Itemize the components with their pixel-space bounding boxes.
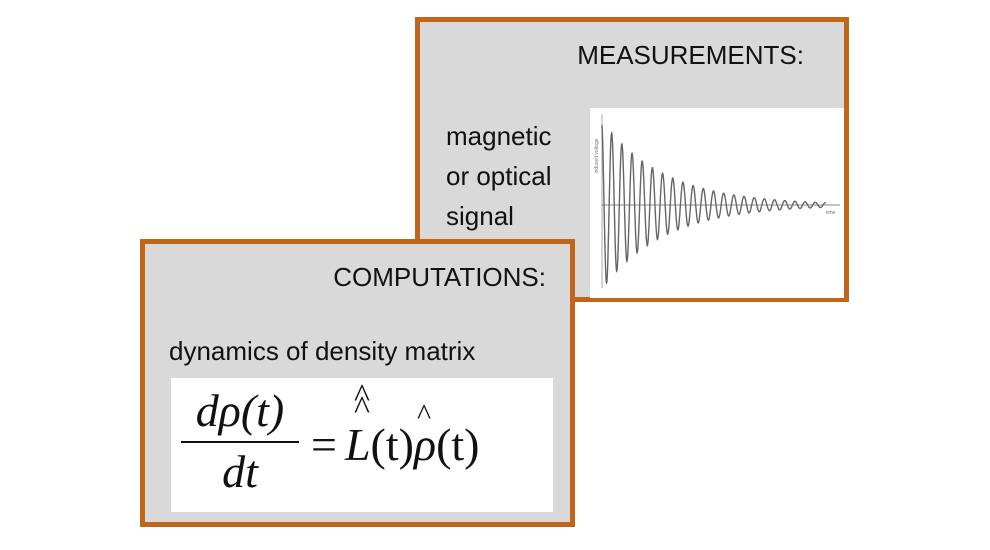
measurements-title: MEASUREMENTS: — [577, 40, 804, 70]
signal-line: magnetic — [446, 121, 552, 151]
signal-description: magnetic or optical signal — [446, 116, 552, 236]
equation-fraction: dρ(t) dt — [181, 384, 299, 498]
density-matrix-symbol: ρ — [414, 398, 436, 471]
liouville-equation: dρ(t) dt =L(t)ρ(t) — [171, 378, 553, 512]
signal-line: signal — [446, 201, 514, 231]
computations-subtitle: dynamics of density matrix — [169, 336, 476, 366]
equals-sign: = — [311, 419, 337, 470]
rho-argument: (t) — [436, 419, 480, 470]
computations-title: COMPUTATIONS: — [333, 262, 546, 292]
signal-line: or optical — [446, 161, 552, 191]
computations-panel: COMPUTATIONS: dynamics of density matrix… — [140, 239, 575, 527]
y-axis-label: induced voltage — [594, 138, 600, 173]
equation-rhs: =L(t)ρ(t) — [311, 378, 480, 471]
equation-denominator: dt — [222, 446, 258, 497]
damped-oscillation-curve — [601, 124, 827, 285]
equation-numerator: dρ(t) — [181, 384, 299, 443]
decay-signal-plot: induced voltage time — [590, 108, 844, 298]
measurements-panel: MEASUREMENTS: magnetic or optical signal… — [415, 17, 849, 302]
operator-argument: (t) — [370, 419, 414, 470]
x-axis-label: time — [826, 210, 836, 216]
liouvillian-operator: L — [345, 378, 371, 471]
